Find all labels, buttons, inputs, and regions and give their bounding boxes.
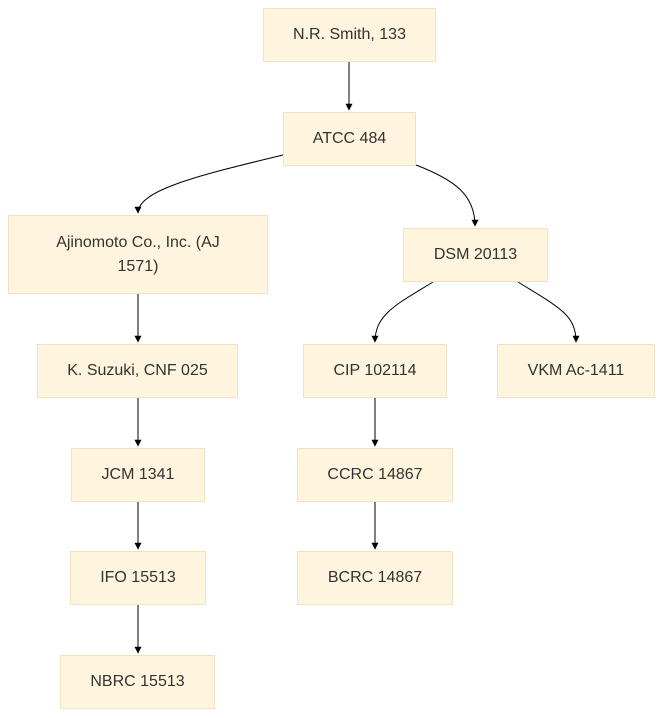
node-vkm: VKM Ac-1411	[497, 344, 655, 398]
node-ccrc: CCRC 14867	[297, 448, 453, 502]
node-nbrc: NBRC 15513	[60, 655, 215, 709]
node-jcm: JCM 1341	[71, 448, 205, 502]
node-cip: CIP 102114	[303, 344, 447, 398]
edge-atcc-to-dsm	[415, 164, 479, 227]
node-atcc: ATCC 484	[283, 112, 416, 166]
node-ifo: IFO 15513	[70, 551, 206, 605]
node-ajinomoto: Ajinomoto Co., Inc. (AJ 1571)	[8, 215, 268, 294]
edge-atcc-to-ajinomoto	[134, 154, 284, 214]
node-nr-smith: N.R. Smith, 133	[263, 8, 436, 62]
edge-dsm-to-vkm	[517, 281, 580, 343]
node-suzuki: K. Suzuki, CNF 025	[37, 344, 238, 398]
node-dsm: DSM 20113	[403, 228, 548, 282]
node-bcrc: BCRC 14867	[297, 551, 453, 605]
edge-dsm-to-cip	[371, 281, 434, 343]
